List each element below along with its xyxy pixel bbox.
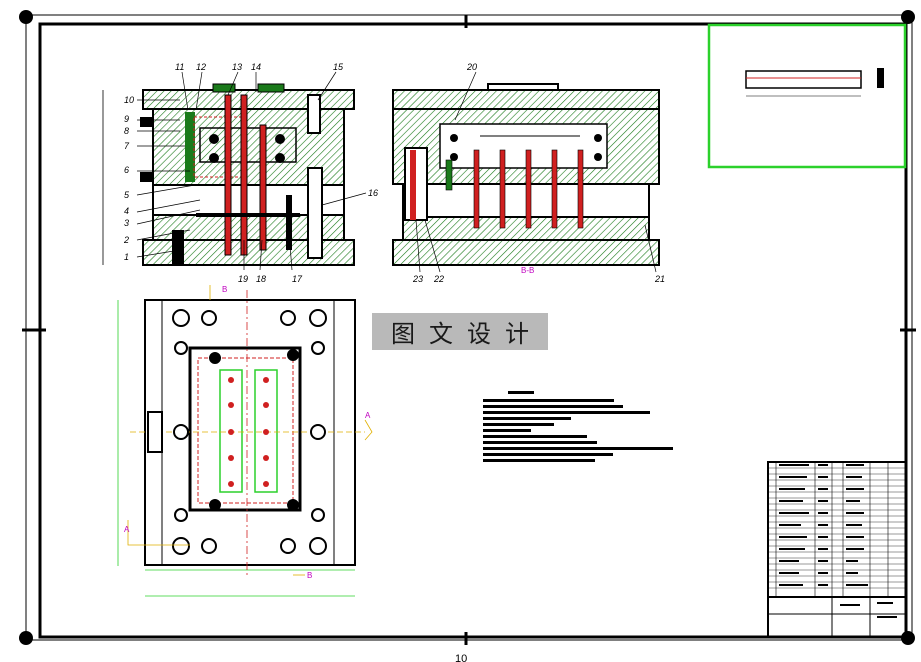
- plan-view-bolt-holes: [172, 309, 327, 555]
- sheet-number: 10: [455, 653, 467, 662]
- part-label-3: 3: [124, 218, 129, 228]
- top-plan-view: [117, 290, 365, 597]
- part-label-14: 14: [251, 62, 261, 72]
- section-marker-b-top: B: [222, 285, 227, 294]
- part-label-9: 9: [124, 114, 129, 124]
- part-label-12: 12: [196, 62, 206, 72]
- section-marker-a-left: A: [124, 525, 130, 534]
- part-detail-frame: [707, 23, 907, 169]
- section-marker-a-right: A: [365, 411, 371, 420]
- watermark-label: 图文设计: [372, 313, 548, 350]
- side-view-part-labels: [415, 71, 657, 273]
- section-label-b-b: B-B: [521, 266, 534, 275]
- section-marker-b-bottom: B: [307, 571, 312, 580]
- part-label-5: 5: [124, 190, 130, 200]
- part-label-20: 20: [466, 62, 477, 72]
- technical-notes: [483, 391, 673, 462]
- part-label-17: 17: [292, 274, 303, 284]
- part-label-8: 8: [124, 126, 129, 136]
- front-section-view: [102, 83, 355, 266]
- part-label-10: 10: [124, 95, 134, 105]
- part-label-15: 15: [333, 62, 344, 72]
- part-label-6: 6: [124, 165, 129, 175]
- part-label-2: 2: [123, 235, 129, 245]
- part-label-23: 23: [412, 274, 423, 284]
- side-section-view-b-b: [392, 83, 660, 266]
- title-block: [767, 461, 907, 638]
- bom-entries: [779, 464, 897, 618]
- side-view-ejector-pins: [445, 149, 584, 229]
- part-label-11: 11: [175, 62, 184, 72]
- part-label-1: 1: [124, 252, 129, 262]
- part-label-22: 22: [433, 274, 444, 284]
- bom-rows: [768, 467, 906, 589]
- part-label-21: 21: [654, 274, 665, 284]
- part-label-4: 4: [124, 206, 129, 216]
- part-label-13: 13: [232, 62, 242, 72]
- part-label-16: 16: [368, 188, 378, 198]
- plan-view-section-markers: A A B B: [124, 285, 373, 580]
- part-label-19: 19: [238, 274, 248, 284]
- front-view-part-labels: [136, 71, 367, 271]
- sheet-border: [19, 10, 916, 645]
- part-label-18: 18: [256, 274, 266, 284]
- plan-view-pin-dots: [228, 377, 269, 487]
- part-label-7: 7: [124, 141, 130, 151]
